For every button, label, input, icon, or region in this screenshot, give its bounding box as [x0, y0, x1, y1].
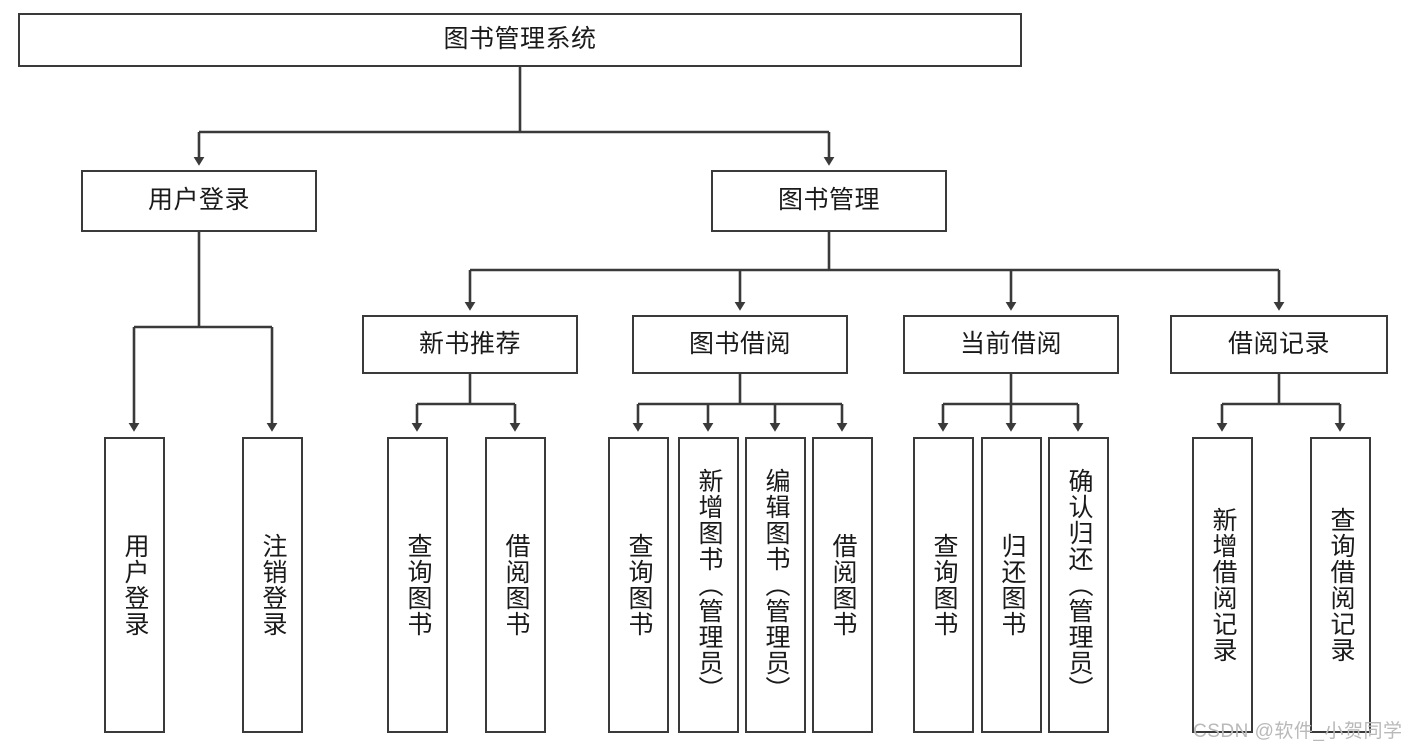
leaf-logout[interactable]: 注销登录 [242, 437, 303, 733]
node-label: 图书管理系统 [443, 25, 597, 54]
leaf-borrow-book[interactable]: 借阅图书 [812, 437, 873, 733]
leaf-add-borrow-record[interactable]: 新增借阅记录 [1192, 437, 1253, 733]
leaf-edit-book-admin[interactable]: 编辑图书（管理员） [745, 437, 806, 733]
leaf-add-book-admin[interactable]: 新增图书（管理员） [678, 437, 739, 733]
node-label: 借阅记录 [1227, 329, 1330, 358]
node-label: 编辑图书（管理员） [762, 468, 790, 702]
node-label: 图书管理 [777, 186, 880, 215]
node-label: 借阅图书 [829, 533, 857, 637]
node-label: 新增图书（管理员） [695, 468, 723, 702]
node-label: 查询图书 [930, 533, 958, 637]
leaf-query-borrow-record[interactable]: 查询借阅记录 [1310, 437, 1371, 733]
node-new-book-recommend[interactable]: 新书推荐 [362, 315, 578, 374]
node-borrow-records[interactable]: 借阅记录 [1170, 315, 1388, 374]
node-label: 图书借阅 [688, 329, 791, 358]
node-label: 查询借阅记录 [1327, 507, 1355, 663]
node-current-borrow[interactable]: 当前借阅 [903, 315, 1119, 374]
leaf-query-book-current[interactable]: 查询图书 [913, 437, 974, 733]
leaf-confirm-return-admin[interactable]: 确认归还（管理员） [1048, 437, 1109, 733]
node-root-system[interactable]: 图书管理系统 [18, 13, 1022, 67]
node-book-borrow[interactable]: 图书借阅 [632, 315, 848, 374]
node-label: 用户登录 [121, 533, 149, 637]
node-label: 查询图书 [625, 533, 653, 637]
node-user-login[interactable]: 用户登录 [81, 170, 317, 232]
node-label: 注销登录 [259, 533, 287, 637]
leaf-query-book-recommend[interactable]: 查询图书 [387, 437, 448, 733]
leaf-query-book-borrow[interactable]: 查询图书 [608, 437, 669, 733]
leaf-borrow-book-recommend[interactable]: 借阅图书 [485, 437, 546, 733]
node-label: 新增借阅记录 [1209, 507, 1237, 663]
node-book-management[interactable]: 图书管理 [711, 170, 947, 232]
csdn-watermark: CSDN @软件_小贺同学 [1193, 721, 1403, 742]
node-label: 用户登录 [147, 186, 250, 215]
node-label: 新书推荐 [418, 329, 521, 358]
leaf-user-login[interactable]: 用户登录 [104, 437, 165, 733]
node-label: 归还图书 [998, 533, 1026, 637]
leaf-return-book[interactable]: 归还图书 [981, 437, 1042, 733]
node-label: 确认归还（管理员） [1065, 468, 1093, 702]
node-label: 借阅图书 [502, 533, 530, 637]
node-label: 查询图书 [404, 533, 432, 637]
node-label: 当前借阅 [959, 329, 1062, 358]
